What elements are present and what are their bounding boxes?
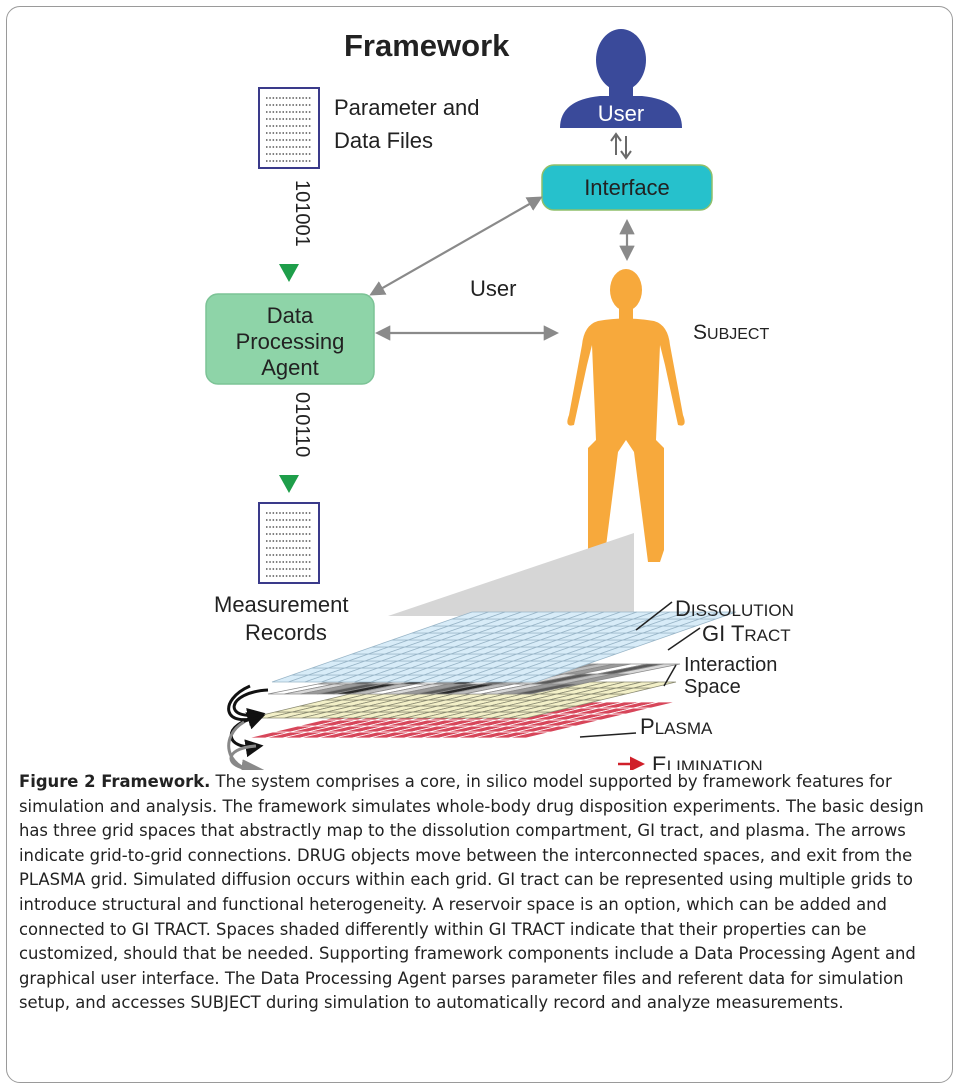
connection-arrow-3 xyxy=(229,716,264,758)
user-figure-icon xyxy=(560,29,682,128)
subject-figure-icon xyxy=(567,269,685,562)
interface-label: Interface xyxy=(584,175,670,200)
binary-output-label: 010110 xyxy=(291,392,313,457)
green-arrow-down-1 xyxy=(279,264,299,282)
connection-arrow-4 xyxy=(229,744,265,770)
dissolution-grid-cell xyxy=(699,611,737,620)
caption-text: The system comprises a core, in silico m… xyxy=(19,772,924,1013)
dissolution-grid xyxy=(271,611,737,683)
parameter-files-label-1: Parameter and xyxy=(334,95,480,120)
plasma-leader xyxy=(579,732,637,738)
user-interface-arrows-icon xyxy=(610,132,632,160)
gi-tract-leader xyxy=(667,627,701,651)
subject-label: SUBJECT xyxy=(693,321,769,344)
dpa-interface-arrow xyxy=(369,196,543,296)
gi-tract-grid-cell xyxy=(613,663,681,675)
green-arrow-down-2 xyxy=(279,475,299,493)
measurement-records-label-2: Records xyxy=(245,620,327,645)
diagram-title: Framework xyxy=(344,28,510,63)
dpa-label-2: Processing xyxy=(236,329,345,354)
dissolution-label: DISSOLUTION xyxy=(675,596,794,621)
interaction-label-2: Space xyxy=(684,676,741,698)
framework-diagram: Framework Parameter and Data Files 10100… xyxy=(205,28,794,770)
dissolution-leader xyxy=(635,601,673,631)
gi-tract-label: GI TRACT xyxy=(702,621,791,646)
dpa-label-3: Agent xyxy=(261,355,319,380)
measurement-records-icon xyxy=(258,502,320,584)
subject-wedge xyxy=(388,533,634,616)
plasma-label: PLASMA xyxy=(640,714,713,739)
elimination-label: ELIMINATION xyxy=(652,752,763,770)
figure-frame xyxy=(6,6,953,1083)
user-figure-label: User xyxy=(598,101,644,126)
elimination-grid-cell xyxy=(633,701,677,709)
measurement-records-label-1: Measurement xyxy=(214,592,349,617)
parameter-files-label-2: Data Files xyxy=(334,128,433,153)
interaction-leader xyxy=(663,664,677,687)
parameter-files-icon xyxy=(258,87,320,169)
binary-input-label: 101001 xyxy=(291,180,313,247)
figure-caption: Figure 2 Framework. The system comprises… xyxy=(19,770,944,1016)
interface-box xyxy=(541,164,713,211)
user-arrow-label: User xyxy=(470,276,516,301)
connection-arrow-5 xyxy=(227,720,263,770)
dpa-label-1: Data xyxy=(267,303,314,328)
interaction-label-1: Interaction xyxy=(684,654,777,676)
grid-layers xyxy=(247,611,737,739)
data-processing-agent-box xyxy=(205,293,375,385)
caption-title: Figure 2 Framework. xyxy=(19,772,211,791)
grid-connection-arrows xyxy=(227,684,269,770)
